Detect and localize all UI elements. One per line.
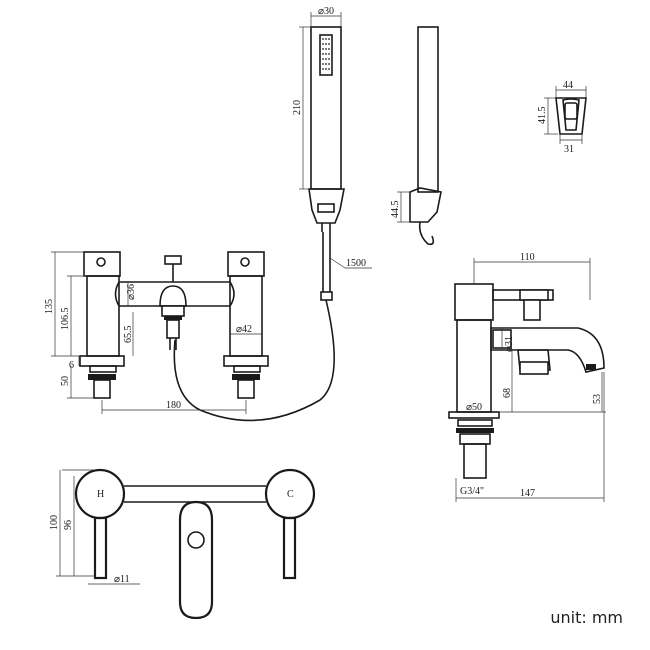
dim-d30: ⌀30 — [318, 6, 334, 17]
cold-label: C — [287, 489, 294, 500]
hand-shower-side: 44.5 — [390, 26, 442, 246]
dim-h96: 96 — [63, 520, 74, 530]
hot-label: H — [97, 489, 104, 500]
dim-h6: 6 — [69, 360, 74, 371]
mixer-top-view: H C 100 96 ⌀11 — [49, 468, 316, 620]
dim-w180: 180 — [166, 400, 181, 411]
unit-note: unit: mm — [550, 608, 623, 627]
dim-d50: ⌀50 — [466, 402, 482, 413]
wall-bracket-detail: 44 41.5 31 — [537, 80, 587, 155]
dim-h53: 53 — [592, 394, 603, 404]
dim-h68: 68 — [502, 388, 513, 398]
dim-h65-5: 65.5 — [123, 326, 134, 344]
dim-d36: ⌀36 — [126, 284, 137, 300]
dim-h44-5: 44.5 — [390, 201, 401, 219]
dim-w147: 147 — [520, 488, 535, 499]
dim-d11: ⌀11 — [114, 574, 130, 585]
mixer-front-view: ⌀36 ⌀42 65.5 135 106.5 6 50 180 — [44, 251, 269, 414]
hand-shower-front: ⌀30 210 — [292, 6, 345, 232]
dim-h106-5: 106.5 — [60, 308, 71, 331]
mixer-side-view: 110 ⌀31 ⌀50 68 53 G3/4" 147 — [448, 252, 606, 502]
dim-h135: 135 — [44, 299, 55, 314]
dim-h41-5: 41.5 — [537, 107, 548, 125]
dim-h100: 100 — [49, 515, 60, 530]
dim-d42: ⌀42 — [236, 324, 252, 335]
dim-g34: G3/4" — [460, 486, 484, 497]
dim-w31: 31 — [564, 144, 574, 155]
dim-w44: 44 — [563, 80, 573, 91]
hose: 1500 — [173, 232, 372, 422]
dim-h210: 210 — [292, 100, 303, 115]
dim-w110: 110 — [520, 252, 535, 263]
dim-h50: 50 — [60, 376, 71, 386]
dim-d31: ⌀31 — [504, 336, 515, 352]
dim-hose-length: 1500 — [346, 258, 366, 269]
